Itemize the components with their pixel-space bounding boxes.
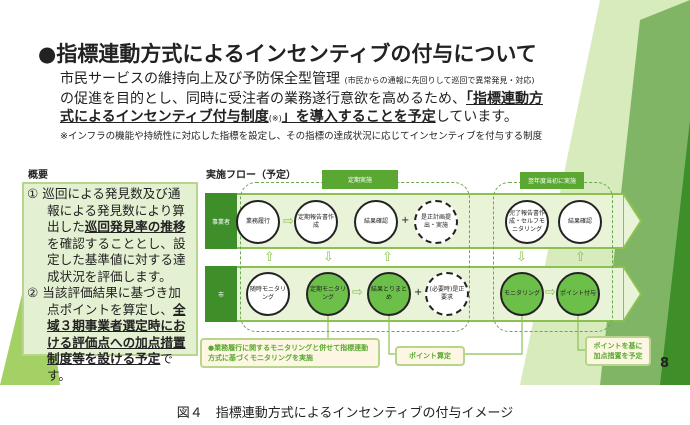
lane-label-city: 市 (205, 266, 237, 322)
step-correction-request: (必要時)是正要求 (425, 272, 469, 316)
arrow-down-icon: ⇩ (323, 250, 334, 265)
step-point-award: ポイント付与 (556, 272, 600, 316)
plus-sign: + (414, 287, 423, 298)
summary-item2-b: 全域３期事業者選定時における評価点への加点措置制度等を設ける予定 (47, 301, 186, 367)
intro-line3-bold: 式によるインセンティブ付与制度 (60, 109, 269, 125)
monitoring-note: ●業務履行に関するモニタリングと併せて指標連動方式に基づくモニタリングを実施 (200, 338, 380, 368)
step-result-summary: 結果とりまとめ (367, 272, 411, 316)
step-periodic-monitoring: 定期モニタリング (306, 272, 350, 316)
summary-item1-b: 巡回発見率の推移 (84, 219, 186, 234)
intro-mark: (※) (268, 114, 282, 123)
intro-text: 市民サービスの維持向上及び予防保全型管理 (市民からの通報に先回りして巡回で異常… (60, 70, 543, 128)
group-next-year-header: 翌年度当初に実施 (520, 172, 584, 189)
intro-line3-bold2: 」を導入することを予定 (281, 109, 436, 125)
group-periodic-header: 定期実施 (322, 170, 398, 189)
intro-note: ※インフラの機能や持続性に対応した指標を設定し、その指標の達成状況に応じてインセ… (60, 131, 543, 142)
page-number: 8 (660, 356, 670, 371)
arrow-right-icon: ⇨ (283, 214, 294, 229)
arrow-right-icon: ⇨ (352, 285, 363, 300)
plus-sign: + (401, 215, 410, 226)
intro-line2: の促進を目的とし、同時に受注者の業務遂行意欲を高めるため、 (60, 91, 466, 107)
figure-caption: 図４ 指標連動方式によるインセンティブの付与イメージ (176, 406, 514, 421)
step-monitoring: モニタリング (500, 272, 544, 316)
step-ad-hoc-monitoring: 随時モニタリング (246, 272, 290, 316)
arrow-down-icon: ⇩ (516, 250, 527, 265)
summary-label: 概要 (28, 170, 48, 181)
intro-line3-end: しています。 (435, 109, 518, 125)
arrow-up-icon: ⇧ (575, 250, 586, 265)
step-result-check-2: 結果確認 (558, 200, 602, 244)
lane-label-contractor: 事業者 (205, 193, 237, 249)
flow-label: 実施フロー（予定） (206, 170, 296, 181)
summary-item1-a: ① 巡回による発見数及び通報による発見数により算出した (27, 186, 185, 234)
summary-item2-c: です。 (47, 351, 173, 383)
step-completion-report: 完了報告書作成・セルフモニタリング (505, 200, 549, 244)
page-title: ●指標連動方式によるインセンティブの付与について (38, 42, 537, 66)
summary-item2-a: ② 当該評価結果に基づき加点ポイントを算定し、 (27, 285, 181, 317)
step-result-check: 結果確認 (354, 200, 398, 244)
step-work: 業務履行 (236, 200, 280, 244)
intro-line1: 市民サービスの維持向上及び予防保全型管理 (60, 71, 340, 87)
arrow-up-icon: ⇧ (382, 250, 393, 265)
lane-arrow-tip (623, 193, 643, 249)
point-calculation: ポイント算定 (395, 346, 465, 366)
step-correction-plan: 是正計画提出・実施 (414, 200, 458, 244)
arrow-right-icon: ⇨ (545, 285, 556, 300)
intro-line1-small: (市民からの通報に先回りして巡回で異常発見・対応) (344, 76, 535, 85)
point-based-measure: ポイントを基に加点措置を予定 (585, 336, 651, 366)
arrow-up-icon: ⇧ (264, 250, 275, 265)
step-periodic-report: 定期報告書作成 (294, 200, 338, 244)
connector-lines (327, 316, 585, 355)
lane-arrow-tip (623, 266, 643, 322)
summary-item1-c: を確認することとし、設定した基準値に対する達成状況を評価します。 (47, 235, 186, 284)
summary-box: ① 巡回による発見数及び通報による発見数により算出した巡回発見率の推移を確認する… (22, 182, 198, 383)
intro-line2-bold: 「指標連動方 (466, 91, 543, 107)
